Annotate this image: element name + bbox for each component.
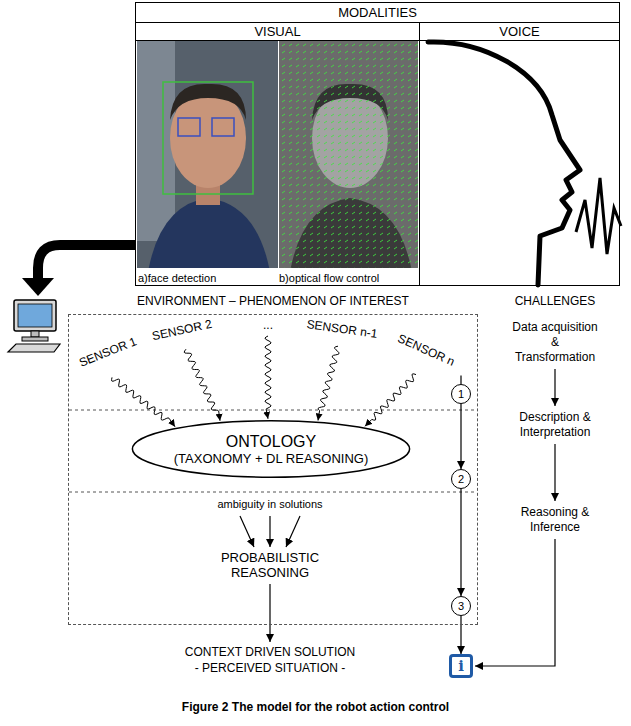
- face-box: [163, 82, 253, 194]
- input-arrowhead: [22, 278, 54, 296]
- step-connector: [460, 616, 461, 654]
- sensor-signal: [265, 336, 271, 419]
- eye-box: [212, 118, 234, 136]
- sensor-label: SENSOR 2: [141, 315, 222, 346]
- computer-icon: [8, 300, 60, 352]
- challenge-label: CHALLENGES: [485, 294, 625, 309]
- challenge-label: Data acquisition & Transformation: [510, 320, 600, 365]
- head-silhouette: [428, 42, 580, 285]
- keyboard: [8, 344, 60, 352]
- step-circle: 3: [451, 596, 471, 616]
- sensor-signal: [112, 377, 175, 426]
- photo-background: [137, 41, 278, 285]
- node-text: VOICE: [420, 23, 619, 41]
- ellipse-shape: [132, 421, 409, 477]
- node-text: VISUAL: [136, 23, 419, 41]
- sensor-signal: [318, 346, 339, 420]
- optical-flow-photo: [279, 41, 418, 285]
- modality-column: VISUAL: [136, 23, 420, 286]
- figure-caption: Figure 2 The model for the robot action …: [0, 700, 631, 715]
- face-detection-photo: [137, 41, 278, 285]
- ontology-ellipse: ONTOLOGY(TAXONOMY + DL REASONING): [131, 419, 411, 479]
- step-connector: [460, 489, 461, 596]
- step-connector: [460, 404, 461, 469]
- challenge-label: Reasoning & Inference: [510, 505, 600, 535]
- step-circle: 1: [451, 384, 471, 404]
- voice-waveform: [576, 178, 621, 254]
- screen: [18, 304, 52, 327]
- photo-caption: a)face detection: [138, 271, 238, 286]
- node-text: 1: [458, 388, 464, 400]
- ambiguity-arrow: [286, 516, 300, 547]
- solution-arrow: [269, 584, 270, 642]
- node-text: MODALITIES: [136, 3, 619, 23]
- challenge-arrow: [554, 369, 555, 406]
- input-arrow: [38, 245, 136, 280]
- monitor-neck: [31, 331, 39, 337]
- challenge-arrow: [475, 539, 555, 666]
- sensor-label: SENSOR n-1: [296, 316, 387, 343]
- flow-label: - PERCEIVED SITUATION -: [140, 661, 400, 676]
- monitor: [14, 300, 56, 331]
- node-text: 2: [458, 473, 464, 485]
- caption-strip: [137, 268, 418, 285]
- photo-caption: b)optical flow control: [279, 271, 415, 286]
- challenge-label: Description & Interpretation: [510, 410, 600, 440]
- flow-label: PROBABILISTIC REASONING: [205, 550, 335, 580]
- band-divider: [69, 410, 477, 411]
- info-icon: i: [449, 654, 473, 678]
- flow-vectors: [279, 41, 418, 285]
- modality-column: VOICE: [420, 23, 619, 286]
- sensor-signal: [365, 374, 416, 426]
- node-text: (TAXONOMY + DL REASONING): [174, 451, 368, 467]
- monitor-base: [22, 337, 48, 341]
- sensor-label: SENSOR 1: [68, 331, 148, 375]
- flow-label: ambiguity in solutions: [170, 497, 370, 512]
- modalities-panel: MODALITIESVISUALVOICE: [135, 2, 620, 286]
- node-text: 3: [458, 600, 464, 612]
- photo-door: [137, 41, 175, 241]
- sensor-label: SENSOR n: [391, 329, 461, 371]
- sensor-to-step-line: [460, 376, 461, 384]
- node-text: i: [458, 658, 464, 674]
- step-circle: 2: [451, 469, 471, 489]
- ambiguity-arrow: [269, 516, 270, 547]
- photo-background: [279, 41, 418, 285]
- sensor-label: ...: [253, 318, 283, 333]
- sensor-signal: [184, 349, 220, 421]
- flow-label: CONTEXT DRIVEN SOLUTION: [140, 645, 400, 660]
- photo-hair: [170, 84, 246, 120]
- ambiguity-arrow: [240, 516, 254, 547]
- eye-box: [178, 118, 200, 136]
- challenge-arrow: [554, 444, 555, 501]
- node-text: ENVIRONMENT – PHENOMENON OF INTEREST: [69, 293, 477, 309]
- band-divider: [69, 492, 477, 493]
- node-text: ONTOLOGY: [226, 432, 316, 451]
